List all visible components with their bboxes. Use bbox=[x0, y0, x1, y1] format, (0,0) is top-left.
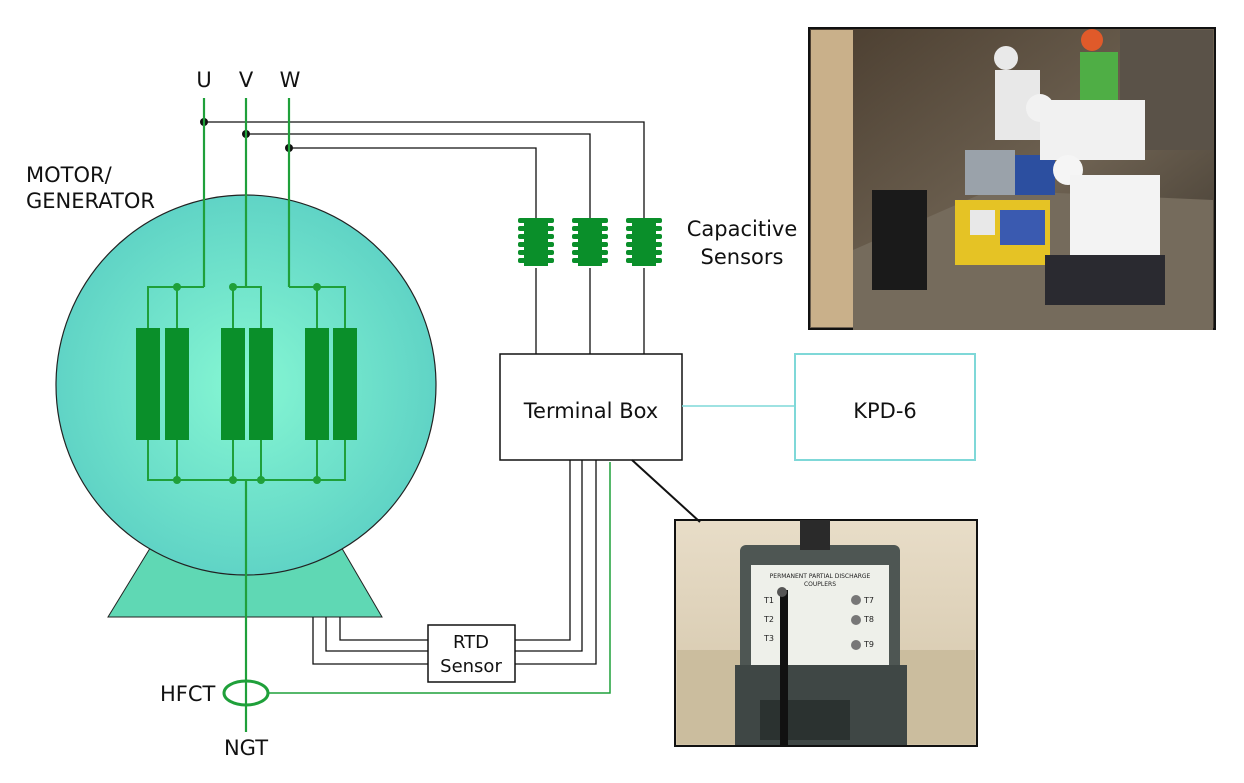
coupler-panel-photo: PERMANENT PARTIAL DISCHARGE COUPLERS T1 … bbox=[674, 519, 978, 747]
rtd-label-line1: RTD bbox=[453, 632, 489, 653]
panel-label-t2: T2 bbox=[763, 615, 774, 624]
capacitive-sensor-rib bbox=[518, 258, 554, 263]
hfct-label: HFCT bbox=[160, 682, 216, 706]
capacitive-sensor-rib bbox=[518, 242, 554, 247]
capacitive-sensor-rib bbox=[572, 226, 608, 231]
machine-label-line2: GENERATOR bbox=[26, 189, 155, 213]
capacitive-sensor-rib bbox=[518, 226, 554, 231]
phase-label-u: U bbox=[196, 68, 211, 92]
terminal-box bbox=[499, 353, 683, 461]
capacitive-sensor-rib bbox=[626, 242, 662, 247]
panel-label-t8: T8 bbox=[863, 615, 874, 624]
winding-dots bbox=[173, 283, 321, 484]
capacitive-sensor-rib bbox=[572, 258, 608, 263]
rtd-label-line2: Sensor bbox=[440, 656, 502, 677]
kpd-box bbox=[794, 353, 976, 461]
capacitive-sensor-rib bbox=[626, 218, 662, 223]
capacitive-sensor-rib bbox=[518, 218, 554, 223]
terminal-box-label: Terminal Box bbox=[523, 399, 658, 423]
photo-callout-line bbox=[631, 459, 701, 523]
panel-label-t7: T7 bbox=[863, 596, 874, 605]
capacitive-sensor-3 bbox=[626, 218, 662, 266]
hfct-signal-wire bbox=[268, 462, 611, 694]
capacitive-sensor-rib bbox=[626, 250, 662, 255]
ngt-label: NGT bbox=[224, 736, 268, 760]
phase-label-w: W bbox=[280, 68, 301, 92]
panel-title-line1: PERMANENT PARTIAL DISCHARGE bbox=[770, 573, 871, 580]
capacitive-sensor-2 bbox=[572, 218, 608, 266]
rtd-box bbox=[427, 624, 516, 683]
capacitive-sensor-rib bbox=[626, 226, 662, 231]
capacitive-sensor-rib bbox=[572, 242, 608, 247]
capacitive-sensor-rib bbox=[572, 250, 608, 255]
panel-label-t9: T9 bbox=[863, 640, 874, 649]
capacitive-sensor-rib bbox=[518, 234, 554, 239]
capacitive-sensor-rib bbox=[518, 250, 554, 255]
panel-title-line2: COUPLERS bbox=[804, 581, 836, 588]
rtd-wires bbox=[312, 460, 597, 665]
phase-wires bbox=[202, 98, 291, 287]
panel-label-t1: T1 bbox=[763, 596, 774, 605]
capacitive-label-line2: Sensors bbox=[701, 245, 784, 269]
capacitive-sensor-rib bbox=[626, 258, 662, 263]
capacitive-label-line1: Capacitive bbox=[687, 217, 798, 241]
kpd-label: KPD-6 bbox=[853, 399, 917, 423]
machine-label-line1: MOTOR/ bbox=[26, 163, 113, 187]
field-crew-photo bbox=[808, 27, 1216, 330]
panel-label-t3: T3 bbox=[763, 634, 774, 643]
capacitive-sensor-rib bbox=[626, 234, 662, 239]
phase-label-v: V bbox=[239, 68, 254, 92]
capacitive-sensor-rib bbox=[572, 218, 608, 223]
capacitive-sensor-1 bbox=[518, 218, 554, 266]
phase-signal-wires bbox=[204, 121, 645, 354]
stator-windings bbox=[136, 328, 357, 440]
capacitive-sensor-rib bbox=[572, 234, 608, 239]
